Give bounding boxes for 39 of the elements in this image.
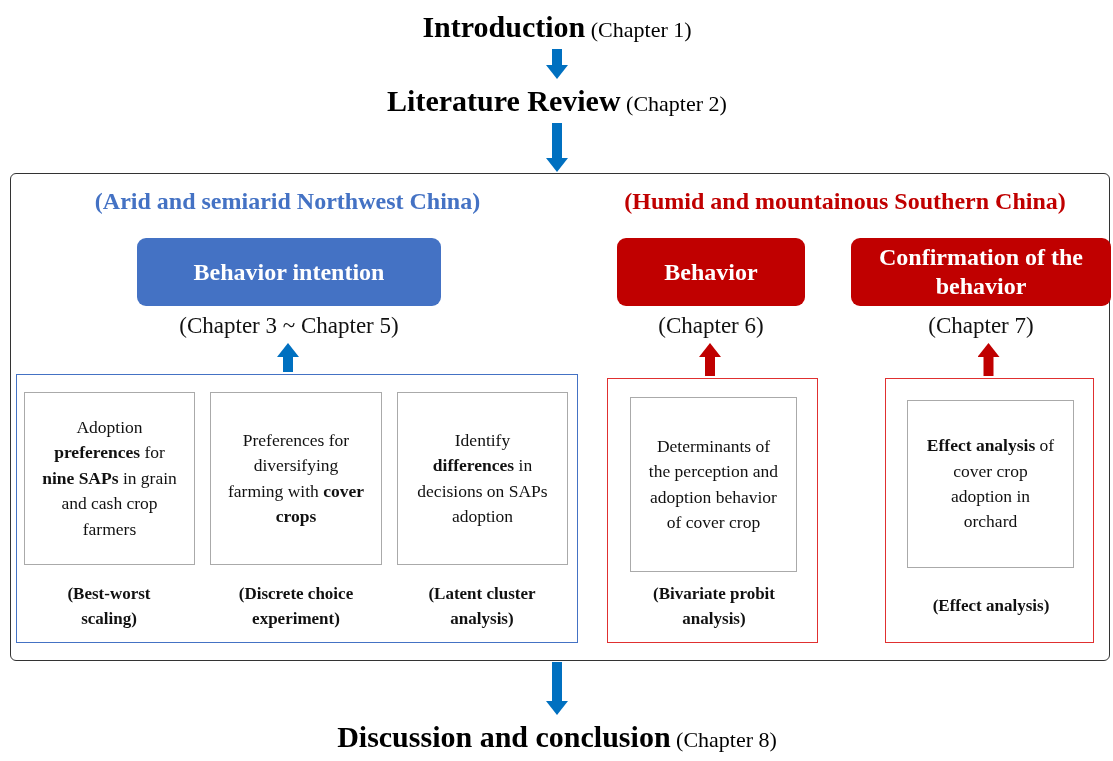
topic-text: Determinants of the perception and adoption behavior of cover crop xyxy=(647,434,780,534)
method-label: (Bivariate probit analysis) xyxy=(652,582,776,630)
chapter-heading: Introduction (Chapter 1) xyxy=(357,6,757,48)
block-arrow xyxy=(546,662,568,715)
block-arrow xyxy=(277,343,299,372)
chapter-heading: Literature Review (Chapter 2) xyxy=(330,80,784,122)
region-label: (Humid and mountainous Southern China) xyxy=(623,188,1067,215)
block-arrow xyxy=(546,49,568,79)
chapter-theme-box xyxy=(137,238,441,306)
bracket-frame xyxy=(10,173,1110,661)
method-label: (Latent cluster analysis) xyxy=(427,582,537,630)
region-label: (Arid and semiarid Northwest China) xyxy=(93,188,482,215)
chapter-theme-box xyxy=(851,238,1111,306)
study-topic-box xyxy=(630,397,797,572)
theme-title: Behavior intention xyxy=(193,257,385,287)
study-topic-box xyxy=(907,400,1074,568)
method-label: (Effect analysis) xyxy=(931,595,1051,618)
chapter-theme-box xyxy=(617,238,805,306)
chapter-range: (Chapter 6) xyxy=(657,312,765,340)
block-arrow xyxy=(977,343,1000,376)
topic-text: Effect analysis of cover crop adoption in orchard xyxy=(925,434,1056,534)
study-topic-box xyxy=(397,392,568,565)
method-label: (Discrete choice experiment) xyxy=(237,582,355,630)
chapter-range: (Chapter 7) xyxy=(927,312,1035,340)
study-topic-box xyxy=(24,392,195,565)
theme-title: Behavior xyxy=(664,257,758,287)
study-group-frame xyxy=(607,378,818,643)
study-topic-box xyxy=(210,392,382,565)
study-group-frame xyxy=(885,378,1094,643)
topic-text: Adoption preferences for nine SAPs in grain and cash crop farmers xyxy=(41,416,178,541)
method-label: (Best-worst scaling) xyxy=(66,582,152,630)
study-group-frame xyxy=(16,374,578,643)
chapter-heading: Discussion and conclusion (Chapter 8) xyxy=(300,716,814,758)
topic-text: Identify differences in decisions on SAPs adoption xyxy=(416,428,549,528)
block-arrow xyxy=(546,123,568,172)
theme-title: Confirmation of the behavior xyxy=(878,243,1084,301)
block-arrow xyxy=(699,343,721,376)
topic-text: Preferences for diversifying farming with cover crops xyxy=(227,428,365,528)
chapter-range: (Chapter 3 ~ Chapter 5) xyxy=(178,312,400,340)
